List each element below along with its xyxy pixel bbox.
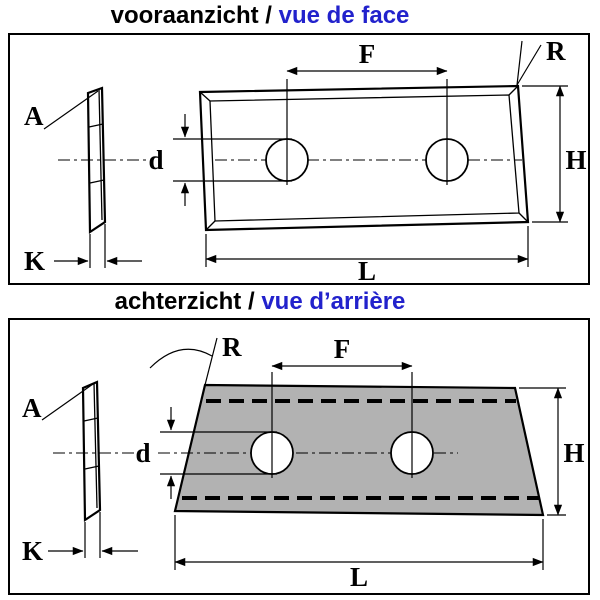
- front-label-d: d: [148, 145, 163, 175]
- back-plate-outline: [173, 383, 545, 517]
- back-label-d: d: [135, 438, 150, 468]
- back-label-h: H: [563, 438, 584, 468]
- back-r-arc: [149, 348, 213, 369]
- back-label-r: R: [222, 332, 242, 362]
- front-dim-d: d: [148, 114, 292, 206]
- back-plate: [173, 383, 545, 517]
- front-label-r: R: [546, 36, 566, 66]
- back-view-title: achterzicht / vue d’arrière: [0, 288, 520, 316]
- back-label-l: L: [350, 562, 368, 592]
- back-view-title-dutch: achterzicht /: [114, 288, 255, 315]
- front-view-drawing: A K F: [24, 36, 587, 283]
- front-dim-L: L: [205, 226, 529, 283]
- back-label-k: K: [22, 536, 43, 566]
- front-view-title-dutch: vooraanzicht /: [110, 2, 272, 29]
- back-dim-R: R: [149, 332, 242, 386]
- front-label-l: L: [358, 256, 376, 283]
- front-plate: [198, 84, 530, 232]
- back-dim-A: A: [22, 383, 94, 423]
- front-label-f: F: [359, 39, 376, 69]
- back-a-callout-line: [41, 383, 94, 421]
- back-dim-d: d: [135, 407, 277, 499]
- front-side-profile: [86, 86, 107, 235]
- front-dim-K: K: [24, 224, 142, 276]
- front-view-panel: A K F: [8, 33, 590, 285]
- front-dim-R: R: [516, 36, 566, 86]
- front-dim-A: A: [24, 90, 99, 131]
- front-label-h: H: [565, 145, 586, 175]
- front-view-title-french: vue de face: [278, 2, 410, 29]
- back-side-profile-outline: [81, 380, 102, 523]
- back-side-profile: [81, 380, 102, 523]
- back-dim-L: L: [174, 515, 544, 592]
- back-label-f: F: [334, 334, 351, 364]
- back-dim-F: F: [271, 334, 413, 478]
- front-a-callout-line: [43, 90, 99, 130]
- front-dim-H: H: [522, 85, 587, 223]
- back-dim-K: K: [22, 512, 138, 566]
- front-dim-F: F: [286, 39, 448, 185]
- back-dim-H: H: [519, 387, 585, 516]
- front-plate-outline: [198, 84, 530, 232]
- front-label-a: A: [24, 101, 44, 131]
- front-view-title: vooraanzicht / vue de face: [0, 2, 520, 30]
- back-view-title-french: vue d’arrière: [261, 288, 406, 315]
- back-label-a: A: [22, 393, 42, 423]
- front-label-k: K: [24, 246, 45, 276]
- back-view-panel: A K R F: [8, 318, 590, 595]
- back-view-drawing: A K R F: [22, 332, 585, 592]
